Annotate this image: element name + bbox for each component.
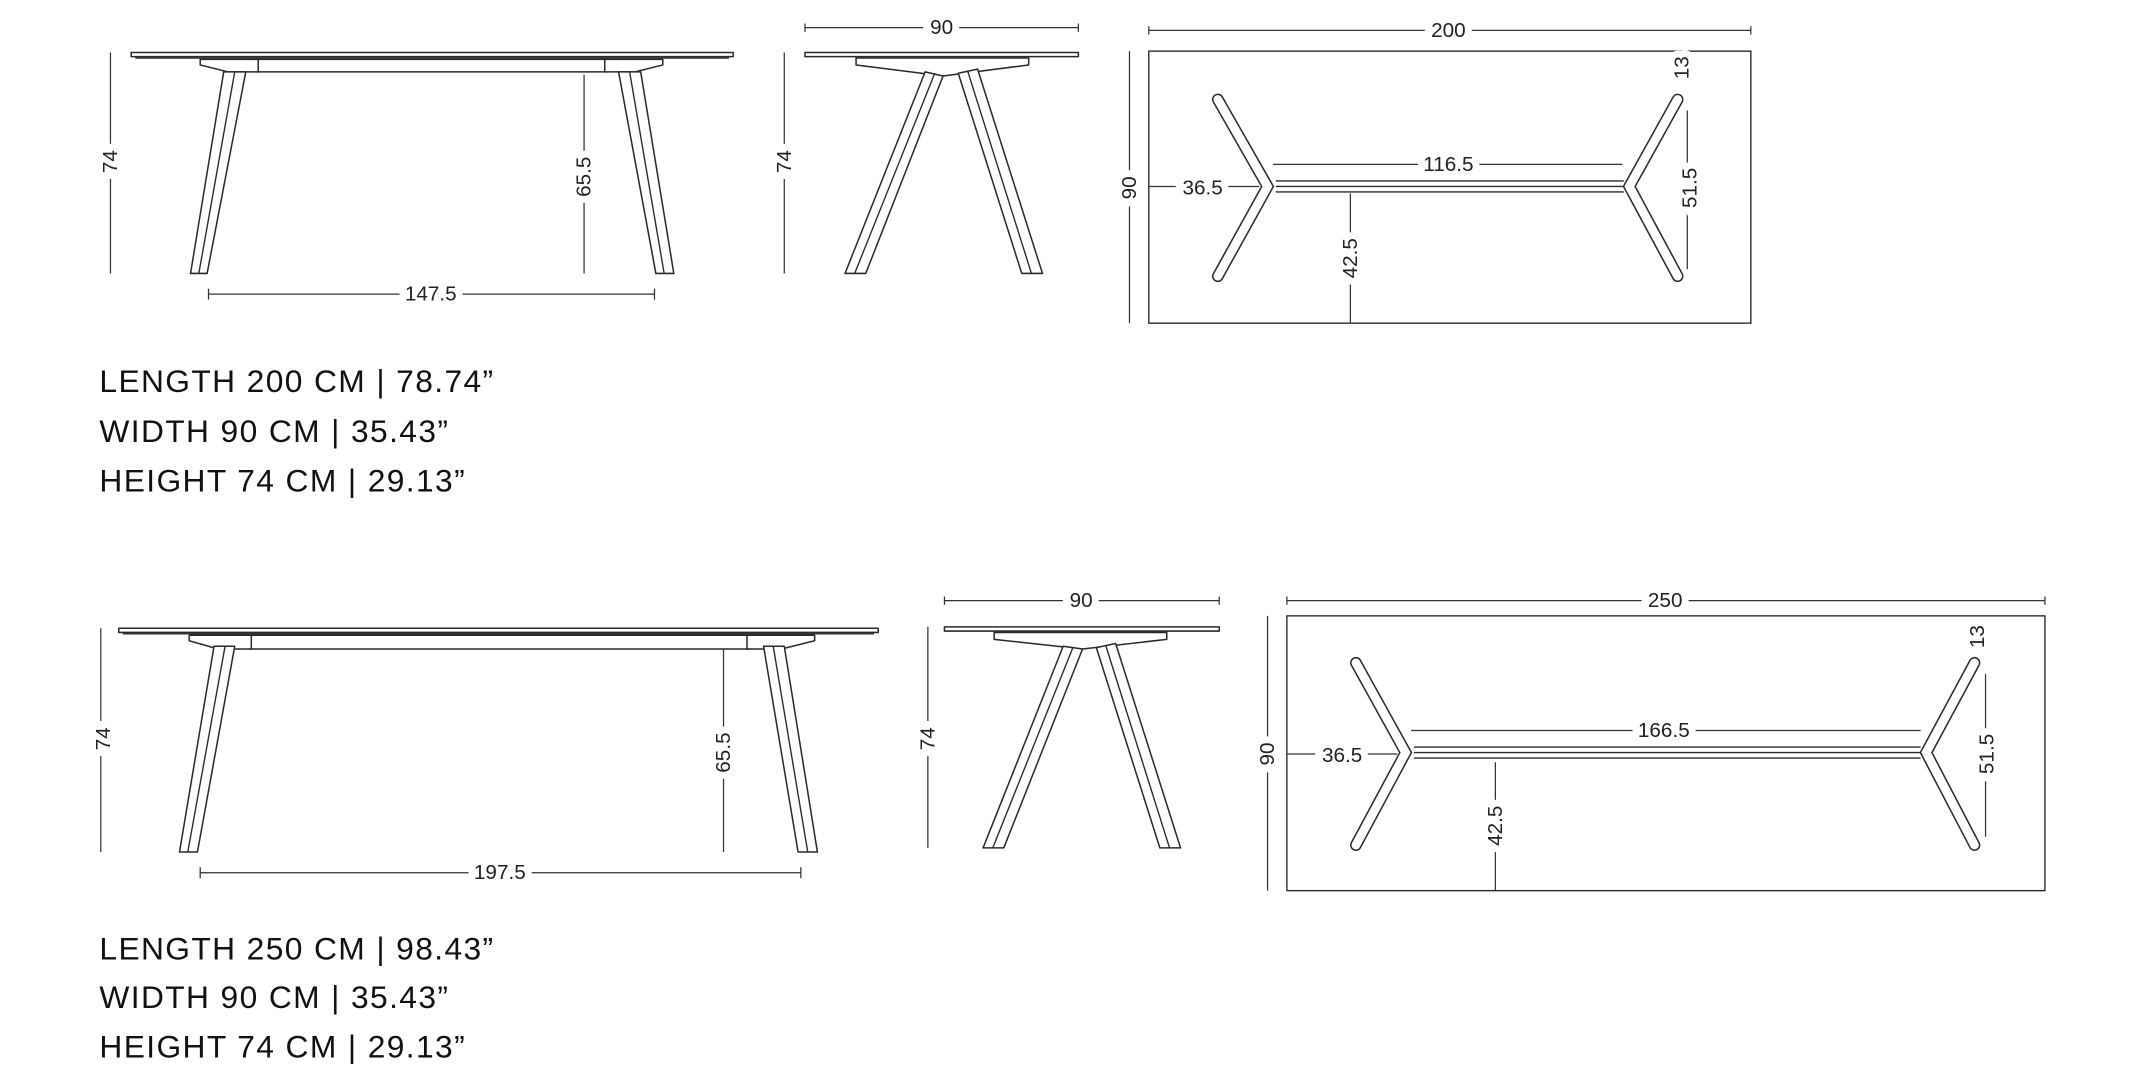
spec-width: WIDTH 90 CM | 35.43”	[99, 413, 449, 449]
foot-span-label: 51.5	[1975, 734, 1998, 774]
spec-length: LENGTH 200 CM | 78.74”	[99, 363, 494, 399]
leg-height-label: 65.5	[712, 732, 735, 772]
side-height-label: 74	[99, 150, 122, 173]
table-200-section: 74 65.5 147.5 90 74	[92, 9, 1752, 499]
center-offset-label: 42.5	[1484, 806, 1507, 846]
plan-length-label: 200	[1431, 19, 1466, 42]
spec-height: HEIGHT 74 CM | 29.13”	[99, 1029, 466, 1065]
end-view-200: 90 74	[766, 9, 1080, 275]
end-view-250: 90 74	[909, 582, 1220, 849]
leg-span-label: 197.5	[474, 861, 526, 884]
plan-view-250: 36.5 166.5 42.5 51.5 13 250 90	[1249, 582, 2046, 892]
side-view-200: 74 65.5 147.5	[92, 51, 734, 313]
end-height-label: 74	[773, 150, 796, 173]
spec-width: WIDTH 90 CM | 35.43”	[99, 979, 449, 1015]
end-width-label: 90	[1070, 589, 1093, 612]
center-offset-label: 42.5	[1339, 238, 1362, 278]
foot-inset-label: 13	[1670, 56, 1693, 79]
edge-offset-label: 36.5	[1183, 176, 1223, 199]
table-250-section: 74 65.5 197.5 90 74	[85, 582, 2046, 1065]
plan-length-label: 250	[1648, 589, 1683, 612]
foot-span-label: 51.5	[1679, 168, 1702, 208]
plan-view-200: 36.5 116.5 42.5 51.5 13 200 90	[1111, 12, 1752, 324]
foot-inset-label: 13	[1966, 625, 1989, 648]
plan-width-label: 90	[1256, 742, 1279, 765]
end-height-label: 74	[916, 727, 939, 750]
side-height-label: 74	[92, 727, 115, 750]
plan-width-label: 90	[1118, 176, 1141, 199]
side-view-250: 74 65.5 197.5	[85, 627, 879, 891]
leg-span-label: 147.5	[405, 283, 457, 306]
spec-height: HEIGHT 74 CM | 29.13”	[99, 463, 466, 499]
end-width-label: 90	[930, 16, 953, 39]
leg-height-label: 65.5	[573, 157, 596, 197]
spec-length: LENGTH 250 CM | 98.43”	[99, 931, 494, 967]
stretcher-label: 116.5	[1423, 153, 1473, 176]
stretcher-label: 166.5	[1638, 719, 1690, 742]
edge-offset-label: 36.5	[1322, 744, 1362, 767]
